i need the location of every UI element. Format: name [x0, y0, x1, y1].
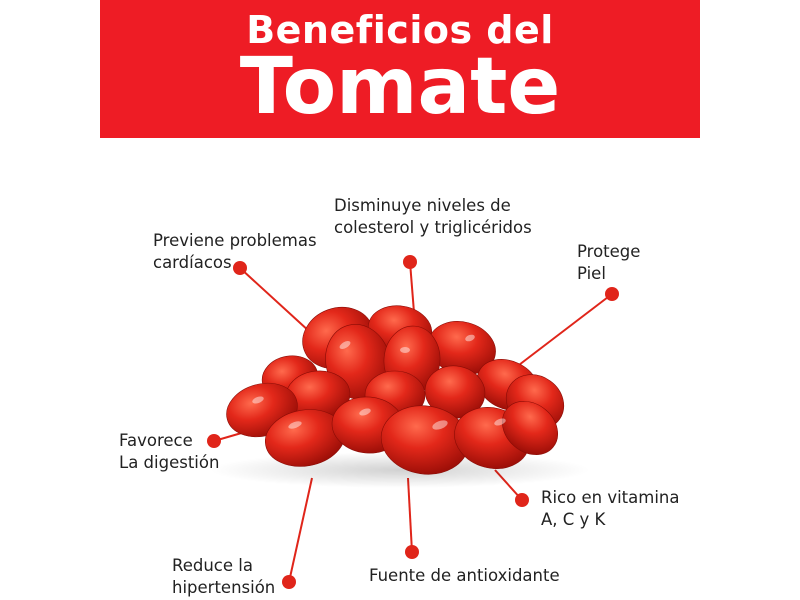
benefit-line: hipertensión [172, 578, 276, 597]
banner-title: Tomate [239, 42, 561, 132]
benefit-label-skin: Protege Piel [577, 241, 640, 285]
tomato-pile-icon [210, 305, 590, 488]
benefit-line: Disminuye niveles de [334, 196, 511, 215]
benefit-label-cholesterol: Disminuye niveles de colesterol y trigli… [334, 195, 532, 239]
benefit-line: Piel [577, 264, 606, 283]
benefit-line: colesterol y triglicéridos [334, 218, 532, 237]
benefit-label-antioxidant: Fuente de antioxidante [369, 565, 560, 587]
benefit-line: Reduce la [172, 556, 253, 575]
banner-subtitle: Beneficios del [246, 8, 554, 52]
benefit-label-hypertension: Reduce la hipertensión [172, 555, 275, 599]
connector-dots [207, 255, 619, 589]
benefit-line: Fuente de antioxidante [369, 566, 560, 585]
benefit-label-vitamins: Rico en vitamina A, C y K [541, 487, 679, 531]
benefit-line: La digestión [119, 453, 220, 472]
benefit-line: cardíacos [153, 253, 232, 272]
benefit-line: A, C y K [541, 510, 606, 529]
benefit-line: Protege [577, 242, 641, 261]
benefit-line: Previene problemas [153, 231, 317, 250]
title-banner: Beneficios del Tomate [100, 0, 700, 138]
benefit-line: Favorece [119, 431, 193, 450]
benefit-label-heart: Previene problemas cardíacos [153, 230, 317, 274]
benefit-line: Rico en vitamina [541, 488, 680, 507]
benefit-label-digestion: Favorece La digestión [119, 430, 219, 474]
